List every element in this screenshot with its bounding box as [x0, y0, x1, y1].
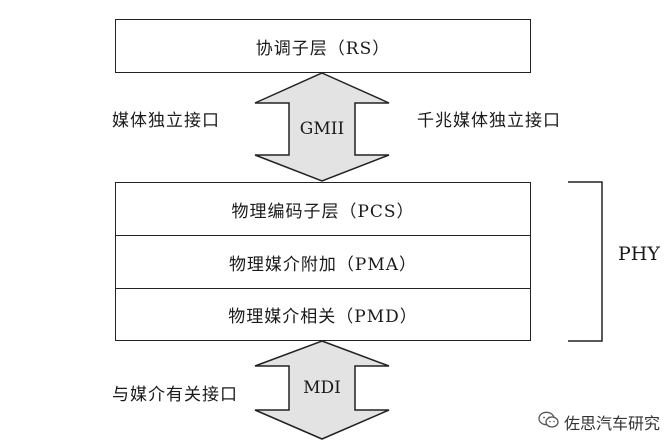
- mdi-arrow: [254, 340, 390, 440]
- gmii-right-label: 千兆媒体独立接口: [417, 111, 561, 131]
- rs-layer-box: 协调子层（RS）: [115, 19, 531, 73]
- mdi-left-label: 与媒介有关接口: [112, 385, 238, 405]
- watermark: 佐思汽车研究: [538, 410, 660, 434]
- pcs-layer-label: 物理编码子层（PCS）: [231, 201, 415, 222]
- pcs-layer-box: 物理编码子层（PCS）: [115, 182, 531, 236]
- phy-bracket: [568, 181, 603, 342]
- gmii-arrow-label: GMII: [299, 119, 345, 139]
- wechat-icon: [538, 411, 560, 433]
- pma-layer-box: 物理媒介附加（PMA）: [115, 235, 531, 289]
- mdi-arrow-label: MDI: [303, 378, 341, 398]
- pmd-layer-label: 物理媒介相关（PMD）: [228, 307, 418, 327]
- pma-layer-label: 物理媒介附加（PMA）: [228, 254, 418, 275]
- pmd-layer-box: 物理媒介相关（PMD）: [115, 288, 531, 341]
- rs-layer-label: 协调子层（RS）: [255, 38, 391, 59]
- gmii-left-label: 媒体独立接口: [112, 111, 220, 131]
- gmii-arrow: [254, 72, 390, 182]
- phy-label: PHY: [618, 243, 660, 265]
- watermark-text: 佐思汽车研究: [563, 414, 660, 433]
